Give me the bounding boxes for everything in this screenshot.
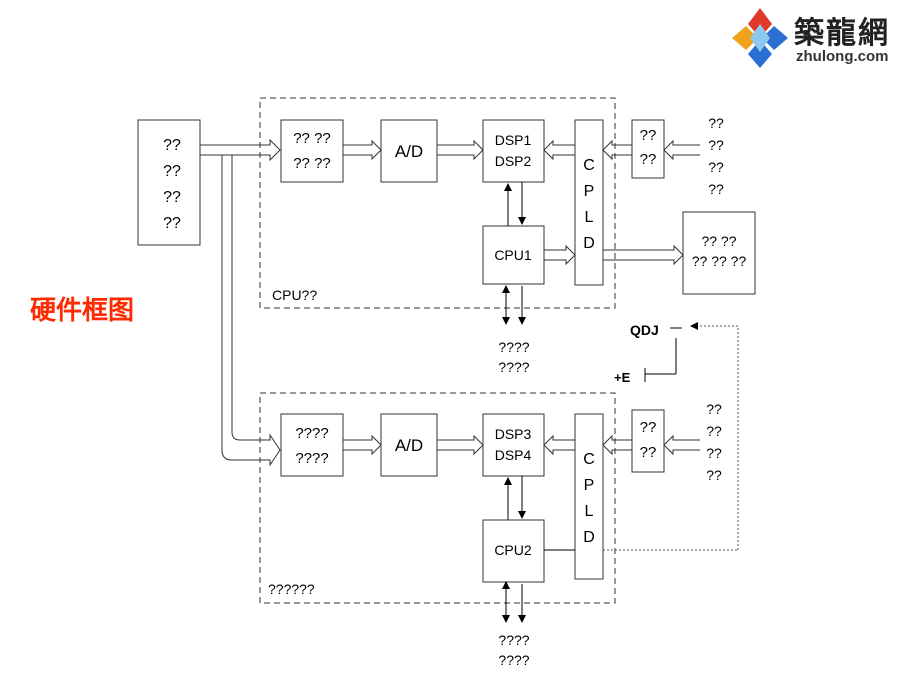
top-dsp-line-1: DSP1 <box>495 132 532 148</box>
bottom-adc-label: A/D <box>395 436 423 455</box>
bottom-bus-line-1: ???? <box>498 632 529 648</box>
top-right-input-4: ?? <box>708 181 724 197</box>
top-opto-box <box>631 119 665 179</box>
bottom-cpld-to-dsp-arrow <box>543 434 575 456</box>
bottom-prefilter-box <box>280 413 344 477</box>
zhulong-logo: 築龍網 zhulong.com <box>728 4 908 74</box>
input-line-4: ?? <box>163 215 181 232</box>
bottom-prefilter-to-adc-arrow <box>343 434 382 456</box>
input-line-1: ?? <box>163 137 181 154</box>
bottom-module-frame <box>259 392 616 604</box>
bottom-dsp-line-1: DSP3 <box>495 426 532 442</box>
bottom-right-input-4: ?? <box>706 467 722 483</box>
top-opto-to-cpld-arrow <box>602 139 632 161</box>
top-dsp-box <box>482 119 545 183</box>
top-bus-line-1: ???? <box>498 339 529 355</box>
bottom-right-input-3: ?? <box>706 445 722 461</box>
output-relay-box <box>682 211 756 295</box>
output-line-1: ?? ?? <box>701 233 736 249</box>
top-adc-to-dsp-arrow <box>437 139 484 161</box>
bottom-right-input-2: ?? <box>706 423 722 439</box>
top-prefilter-to-adc-arrow <box>343 139 382 161</box>
top-cpld-letter-c: C <box>583 157 595 174</box>
bottom-dsp-line-2: DSP4 <box>495 447 532 463</box>
top-prefilter-line-2: ?? ?? <box>293 155 331 172</box>
top-cpu-label: CPU1 <box>494 247 532 263</box>
input-line-3: ?? <box>163 189 181 206</box>
logo-emblem-icon <box>732 8 788 68</box>
analog-input-box <box>137 119 201 246</box>
bottom-cpld-letter-c: C <box>583 451 595 468</box>
top-adc-label: A/D <box>395 142 423 161</box>
cpu2-to-qdj-dotted-line <box>690 325 739 550</box>
top-opto-line-1: ?? <box>640 127 657 144</box>
top-prefilter-box <box>280 119 344 183</box>
top-input-to-opto-arrow <box>663 139 700 161</box>
bottom-cpld-letter-d: D <box>583 529 595 546</box>
top-cpld-letter-p: P <box>584 183 595 200</box>
input-to-top-prefilter-bus <box>200 138 281 162</box>
bottom-adc-box <box>380 413 438 477</box>
top-opto-line-2: ?? <box>640 151 657 168</box>
top-right-input-2: ?? <box>708 137 724 153</box>
qdj-label: QDJ <box>630 322 659 338</box>
bottom-cpld-letter-l: L <box>585 503 594 520</box>
input-to-bottom-prefilter-bus <box>221 155 281 467</box>
bottom-bus-line-2: ???? <box>498 652 529 668</box>
plus-e-label: +E <box>614 370 631 385</box>
page-title: 硬件框图 <box>30 296 135 326</box>
bottom-cpu-box <box>482 519 545 583</box>
top-cpu-to-cpld-arrow <box>544 244 576 266</box>
input-line-2: ?? <box>163 163 181 180</box>
bottom-adc-to-dsp-arrow <box>437 434 484 456</box>
bottom-dsp-box <box>482 413 545 477</box>
bottom-cpld-letter-p: P <box>584 477 595 494</box>
top-adc-box <box>380 119 438 183</box>
top-module-label: CPU?? <box>272 287 317 303</box>
bottom-opto-box <box>631 409 665 473</box>
top-cpu-box <box>482 225 545 285</box>
output-line-2: ?? ?? ?? <box>692 253 747 269</box>
top-prefilter-line-1: ?? ?? <box>293 130 331 147</box>
logo-latin-text: zhulong.com <box>796 48 889 65</box>
top-right-input-3: ?? <box>708 159 724 175</box>
bottom-opto-to-cpld-arrow <box>602 434 632 456</box>
top-right-input-1: ?? <box>708 115 724 131</box>
bottom-module-label: ?????? <box>268 581 315 597</box>
top-dsp-line-2: DSP2 <box>495 153 532 169</box>
bottom-prefilter-line-1: ???? <box>295 425 328 442</box>
bottom-opto-line-2: ?? <box>640 444 657 461</box>
bottom-right-input-1: ?? <box>706 401 722 417</box>
bottom-input-to-opto-arrow <box>663 434 700 456</box>
bottom-prefilter-line-2: ???? <box>295 450 328 467</box>
top-cpld-letter-l: L <box>585 209 594 226</box>
bottom-cpu-label: CPU2 <box>494 542 532 558</box>
bottom-cpld-box <box>574 413 604 580</box>
top-cpld-to-dsp-arrow <box>543 139 575 161</box>
top-cpld-letter-d: D <box>583 235 595 252</box>
bottom-opto-line-1: ?? <box>640 419 657 436</box>
top-cpld-box <box>574 119 604 286</box>
logo-chinese-text: 築龍網 <box>794 16 890 51</box>
top-module-frame <box>259 97 616 309</box>
top-bus-line-2: ???? <box>498 359 529 375</box>
